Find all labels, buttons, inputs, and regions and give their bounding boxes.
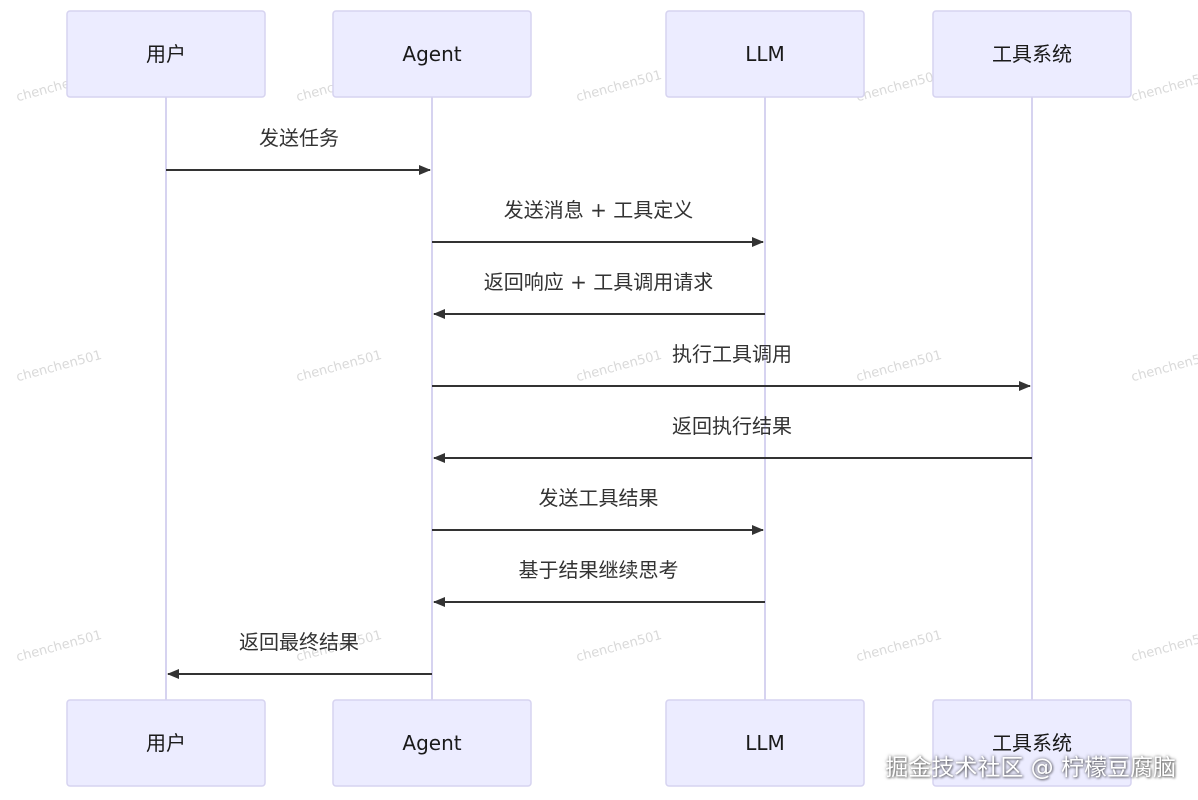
actor-box-top: [66, 10, 266, 98]
actor-box-top: [932, 10, 1132, 98]
actor-box-bottom: [66, 699, 266, 787]
repeated-watermark-text: chenchen501: [855, 348, 944, 385]
repeated-watermark-text: chenchen501: [1130, 628, 1198, 665]
actor-label-bottom: LLM: [745, 731, 785, 755]
repeated-watermark-text: chenchen501: [855, 68, 944, 105]
actor-label-bottom: 用户: [146, 731, 186, 755]
repeated-watermark-text: chenchen501: [855, 628, 944, 665]
message-label: 发送消息 + 工具定义: [504, 198, 693, 222]
repeated-watermark-text: chenchen501: [575, 348, 664, 385]
actor-label-bottom: Agent: [402, 731, 461, 755]
repeated-watermark-text: chenchen501: [575, 68, 664, 105]
actor-label-top: 工具系统: [992, 42, 1072, 66]
repeated-watermark-text: chenchen501: [1130, 68, 1198, 105]
message-label: 返回响应 + 工具调用请求: [484, 270, 713, 294]
actor-label-bottom: 工具系统: [992, 731, 1072, 755]
message-label: 基于结果继续思考: [519, 558, 679, 582]
repeated-watermark-text: chenchen501: [1130, 348, 1198, 385]
lifelines: [165, 97, 1033, 700]
actor-box-bottom: [932, 699, 1132, 787]
message-label: 发送任务: [259, 126, 339, 150]
message-label: 发送工具结果: [539, 486, 659, 510]
brand-watermark: 掘金技术社区 @ 柠檬豆腐脑: [885, 755, 1176, 781]
actor-label-top: Agent: [402, 42, 461, 66]
actor-label-top: LLM: [745, 42, 785, 66]
actor-box-bottom: [665, 699, 865, 787]
message-label: 返回最终结果: [239, 630, 359, 654]
repeated-watermark-text: chenchen501: [15, 628, 104, 665]
repeated-watermark-text: chenchen501: [295, 348, 384, 385]
actor-label-top: 用户: [146, 42, 186, 66]
actor-box-bottom: [332, 699, 532, 787]
message-label: 执行工具调用: [672, 342, 792, 366]
actor-box-top: [332, 10, 532, 98]
actor-box-top: [665, 10, 865, 98]
repeated-watermark-text: chenchen501: [575, 628, 664, 665]
repeated-watermark-text: chenchen501: [15, 348, 104, 385]
message-label: 返回执行结果: [672, 414, 792, 438]
